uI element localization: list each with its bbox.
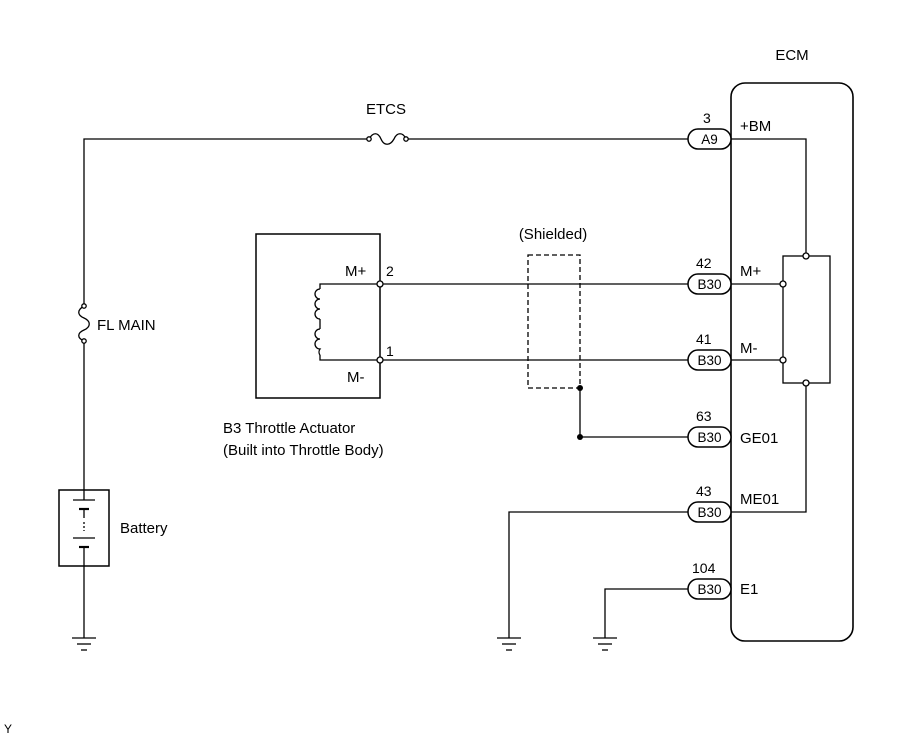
fl-main-fuse-icon xyxy=(78,305,90,342)
actuator-terminal-label: M+ xyxy=(345,263,366,280)
signal-wiring xyxy=(383,283,688,638)
actuator-terminal-2 xyxy=(376,280,384,288)
signal-name: +BM xyxy=(740,118,771,135)
ground-icon xyxy=(72,637,96,651)
ecm-box xyxy=(730,82,854,642)
ecm-terminal-b30-42: B30 42 M+ xyxy=(687,255,761,295)
connector-code: B30 xyxy=(697,353,721,368)
fl-main-fuse-label: FL MAIN xyxy=(97,317,156,334)
connector-pill xyxy=(687,349,732,371)
ecm-node xyxy=(802,252,810,260)
fl-main-fuse-end-top xyxy=(81,303,87,309)
connector-code: B30 xyxy=(697,582,721,597)
etcs-fuse-label: ETCS xyxy=(366,101,406,118)
me01-ground-wire xyxy=(508,511,688,638)
signal-name: ME01 xyxy=(740,491,779,508)
power-wiring xyxy=(78,133,688,638)
motor-coil-icon xyxy=(314,283,380,361)
e1-ground-wire xyxy=(604,588,688,638)
connector-code: B30 xyxy=(697,277,721,292)
ground-icon xyxy=(497,637,521,651)
connector-pill xyxy=(687,273,732,295)
signal-name: M+ xyxy=(740,263,761,280)
shield-outline xyxy=(527,254,581,389)
shield-junction-dot xyxy=(577,434,583,440)
actuator-name: B3 Throttle Actuator xyxy=(223,420,355,437)
etcs-fuse-icon xyxy=(368,133,407,145)
motor-driver-box xyxy=(782,255,831,384)
ecm-terminal-a9-3: A9 3 +BM xyxy=(687,110,771,150)
pin-number: 41 xyxy=(696,331,712,347)
shield-drain-wire xyxy=(579,388,688,438)
ecm-node xyxy=(802,379,810,387)
connector-pill xyxy=(687,128,732,150)
connector-pill xyxy=(687,426,732,448)
pin-number: 43 xyxy=(696,483,712,499)
ground-icon xyxy=(593,637,617,651)
signal-name: M- xyxy=(740,340,758,357)
ecm-node xyxy=(779,356,787,364)
shield-label: (Shielded) xyxy=(519,226,587,243)
ecm-terminal-b30-41: B30 41 M- xyxy=(687,331,758,371)
fl-main-fuse-end-bottom xyxy=(81,338,87,344)
pin-number: 63 xyxy=(696,408,712,424)
ecm-title: ECM xyxy=(775,47,808,64)
etcs-wire-left xyxy=(83,138,369,490)
pin-number: 3 xyxy=(703,110,711,126)
ecm-terminal-b30-43: B30 43 ME01 xyxy=(687,483,779,523)
actuator-terminal-label: M- xyxy=(347,369,365,386)
signal-name: GE01 xyxy=(740,430,778,447)
battery-icon xyxy=(58,489,110,567)
connector-code: A9 xyxy=(701,132,718,147)
actuator-terminal-1 xyxy=(376,356,384,364)
signal-name: E1 xyxy=(740,581,758,598)
etcs-fuse-end-right xyxy=(403,136,409,142)
throttle-actuator-box xyxy=(255,233,381,399)
connector-pill xyxy=(687,501,732,523)
ecm-terminal-b30-63: B30 63 GE01 xyxy=(687,408,778,448)
figure-code: Y xyxy=(4,722,12,736)
ecm-terminal-b30-104: B30 104 E1 xyxy=(687,560,758,600)
ecm-internal-wiring xyxy=(731,138,831,513)
etcs-fuse-end-left xyxy=(366,136,372,142)
pin-number: 42 xyxy=(696,255,712,271)
pin-number: 104 xyxy=(692,560,716,576)
ecm-node xyxy=(779,280,787,288)
connector-code: B30 xyxy=(697,505,721,520)
actuator-note: (Built into Throttle Body) xyxy=(223,442,384,459)
throttle-actuator: M+ 2 M- 1 B3 Throttle Actuator (Built in… xyxy=(223,233,394,459)
actuator-pin-number: 2 xyxy=(386,263,394,279)
connector-pill xyxy=(687,578,732,600)
connector-code: B30 xyxy=(697,430,721,445)
shield-junction-dot xyxy=(577,385,583,391)
actuator-pin-number: 1 xyxy=(386,343,394,359)
battery-label: Battery xyxy=(120,520,168,537)
